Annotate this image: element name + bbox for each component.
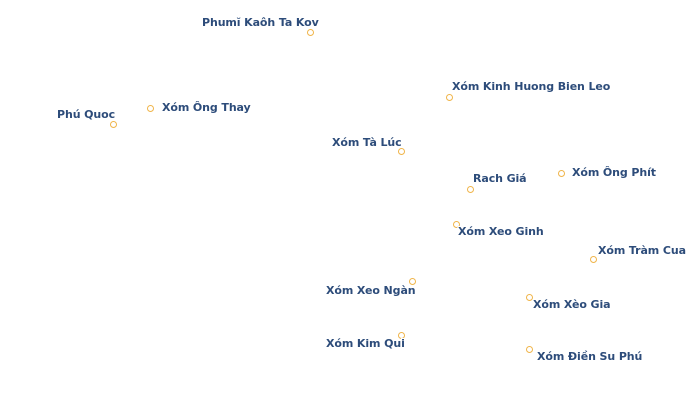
place-label: Phumĭ Kaôh Ta Kov <box>202 16 319 29</box>
place-label: Xóm Ông Thay <box>162 101 251 114</box>
place-label: Xóm Ông Phít <box>572 166 656 179</box>
place-label: Xóm Tà Lúc <box>332 136 402 149</box>
place-dot <box>590 256 597 263</box>
place-dot <box>558 170 565 177</box>
place-label: Rach Giá <box>473 172 527 185</box>
place-label: Phú Quoc <box>57 108 116 121</box>
place-label: Xóm Kinh Huong Bien Leo <box>452 80 611 93</box>
place-dot <box>446 94 453 101</box>
place-dot <box>398 332 405 339</box>
place-dot <box>526 346 533 353</box>
place-dot <box>110 121 117 128</box>
place-dot <box>467 186 474 193</box>
place-dot <box>307 29 314 36</box>
place-dot <box>453 221 460 228</box>
place-label: Xóm Xèo Gia <box>533 298 611 311</box>
place-label: Xóm Xeo Ginh <box>458 225 544 238</box>
place-dot <box>526 294 533 301</box>
place-dot <box>147 105 154 112</box>
place-label: Xóm Kim Qui <box>326 337 405 350</box>
place-label: Xóm Điền Su Phú <box>537 350 643 363</box>
place-label: Xóm Tràm Cua <box>598 244 686 257</box>
place-dot <box>398 148 405 155</box>
place-label: Xóm Xeo Ngàn <box>326 284 416 297</box>
place-dot <box>409 278 416 285</box>
